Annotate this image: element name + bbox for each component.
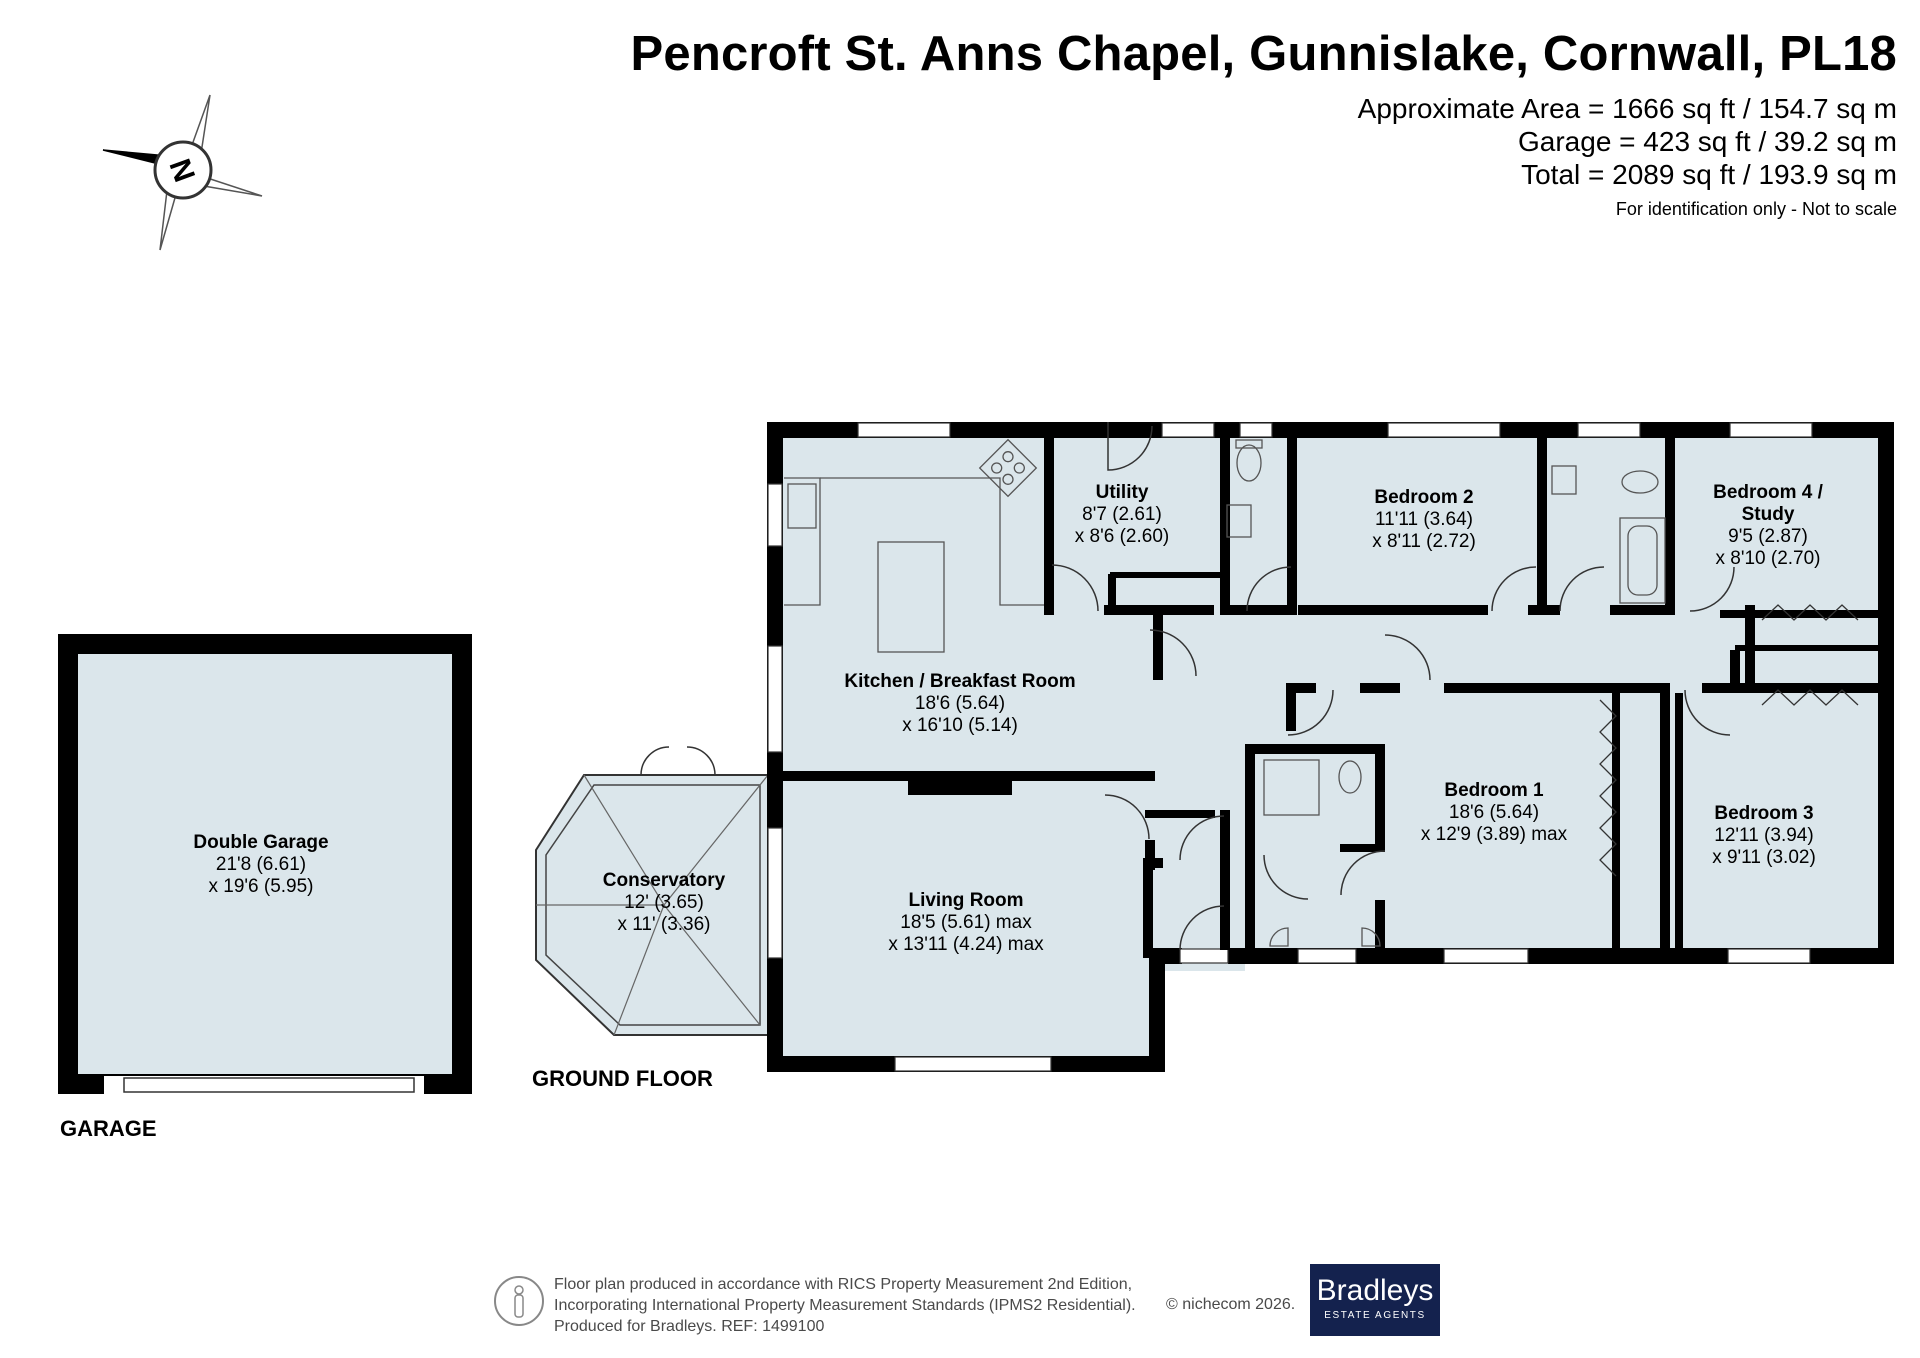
room-dimension: 8'7 (2.61) xyxy=(1082,504,1162,525)
room-name: Conservatory xyxy=(603,870,726,891)
house-windows xyxy=(767,422,1813,1072)
room-dimension: 18'6 (5.64) xyxy=(915,693,1005,714)
room-name: Bedroom 1 xyxy=(1444,780,1544,801)
room-dimension: x 19'6 (5.95) xyxy=(208,876,313,897)
room-label-living-room: Living Room 18'5 (5.61) max x 13'11 (4.2… xyxy=(888,890,1044,955)
copyright-text: © nichecom 2026. xyxy=(1166,1296,1296,1313)
room-dimension: x 11' (3.36) xyxy=(617,914,710,935)
room-dimension: 21'8 (6.61) xyxy=(216,854,306,875)
conservatory-structure xyxy=(535,746,769,1036)
room-name: Bedroom 3 xyxy=(1714,803,1813,824)
room-dimension: x 13'11 (4.24) max xyxy=(888,934,1044,955)
room-dimension: 18'6 (5.64) xyxy=(1449,802,1539,823)
room-dimension: x 12'9 (3.89) max xyxy=(1421,824,1568,845)
person-icon xyxy=(494,1276,544,1326)
floor-label-ground-floor: GROUND FLOOR xyxy=(532,1066,713,1091)
bathroom-fixtures xyxy=(1226,439,1666,947)
room-dimension: x 8'11 (2.72) xyxy=(1372,531,1476,552)
footer-line: Floor plan produced in accordance with R… xyxy=(554,1276,1133,1293)
room-name: Living Room xyxy=(908,890,1023,911)
compass-rose-icon: N xyxy=(102,94,263,251)
room-dimension: 12'11 (3.94) xyxy=(1714,825,1813,846)
approximate-area-line: Approximate Area = 1666 sq ft / 154.7 sq… xyxy=(1357,93,1897,124)
room-label-utility: Utility 8'7 (2.61) x 8'6 (2.60) xyxy=(1075,482,1169,547)
room-name: Bedroom 4 / xyxy=(1713,482,1824,503)
identification-note: For identification only - Not to scale xyxy=(1615,199,1897,219)
footer-line: Incorporating International Property Mea… xyxy=(554,1297,1136,1314)
room-name: Kitchen / Breakfast Room xyxy=(844,671,1075,692)
area-summary: Approximate Area = 1666 sq ft / 154.7 sq… xyxy=(1358,92,1897,191)
room-dimension: x 9'11 (3.02) xyxy=(1712,847,1816,868)
kitchen-fixtures xyxy=(784,438,1044,653)
room-label-conservatory: Conservatory 12' (3.65) x 11' (3.36) xyxy=(603,870,726,935)
room-dimension: x 16'10 (5.14) xyxy=(902,715,1018,736)
room-name: Study xyxy=(1742,504,1795,525)
room-label-garage: Double Garage 21'8 (6.61) x 19'6 (5.95) xyxy=(193,832,328,897)
wardrobe-doors xyxy=(1599,604,1859,877)
garage-area-line: Garage = 423 sq ft / 39.2 sq m xyxy=(1518,126,1897,157)
room-name: Utility xyxy=(1096,482,1149,503)
room-label-bedroom-3: Bedroom 3 12'11 (3.94) x 9'11 (3.02) xyxy=(1712,803,1816,868)
room-name: Double Garage xyxy=(193,832,328,853)
garage-structure xyxy=(58,634,472,1096)
total-area-line: Total = 2089 sq ft / 193.9 sq m xyxy=(1521,159,1897,190)
logo-name: Bradleys xyxy=(1316,1274,1434,1307)
page-title: Pencroft St. Anns Chapel, Gunnislake, Co… xyxy=(630,27,1897,81)
room-label-kitchen: Kitchen / Breakfast Room 18'6 (5.64) x 1… xyxy=(844,671,1075,736)
door-swings xyxy=(1051,422,1735,951)
room-label-bedroom-2: Bedroom 2 11'11 (3.64) x 8'11 (2.72) xyxy=(1372,487,1476,552)
room-dimension: 11'11 (3.64) xyxy=(1375,509,1473,530)
room-name: Bedroom 2 xyxy=(1374,487,1473,508)
room-dimension: x 8'10 (2.70) xyxy=(1715,548,1820,569)
floor-label-garage: GARAGE xyxy=(60,1116,157,1141)
house-rooms xyxy=(775,433,1885,1063)
room-dimension: 12' (3.65) xyxy=(624,892,704,913)
room-dimension: 9'5 (2.87) xyxy=(1728,526,1808,547)
logo-subtitle: ESTATE AGENTS xyxy=(1324,1310,1426,1321)
room-dimension: x 8'6 (2.60) xyxy=(1075,526,1169,547)
room-dimension: 18'5 (5.61) max xyxy=(900,912,1032,933)
room-label-bedroom-1: Bedroom 1 18'6 (5.64) x 12'9 (3.89) max xyxy=(1421,780,1568,845)
footer-text: Floor plan produced in accordance with R… xyxy=(554,1274,1136,1337)
footer-line: Produced for Bradleys. REF: 1499100 xyxy=(554,1318,825,1335)
house-interior-walls xyxy=(775,433,1882,958)
room-label-bedroom-4: Bedroom 4 / Study 9'5 (2.87) x 8'10 (2.7… xyxy=(1713,482,1824,569)
bradleys-logo: Bradleys ESTATE AGENTS xyxy=(1310,1264,1440,1336)
